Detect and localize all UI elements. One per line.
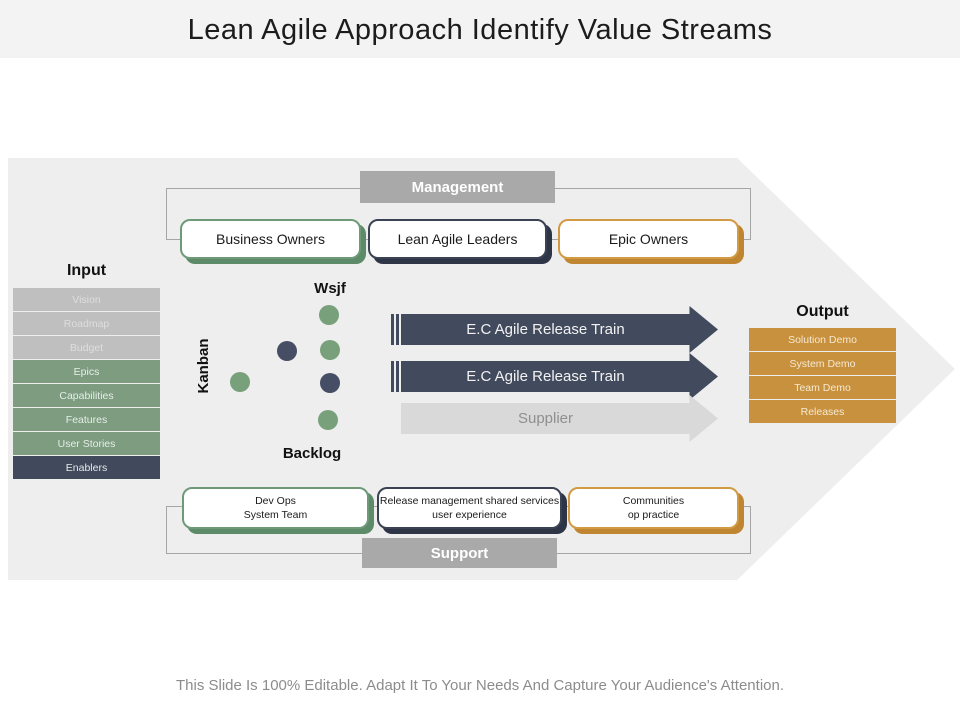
release-train-arrow-2-shape: E.C Agile Release Train xyxy=(401,353,718,400)
kanban-label: Kanban xyxy=(195,338,212,394)
supplier-arrow-shape: Supplier xyxy=(401,395,718,442)
box-dev-ops-line1: Dev Ops xyxy=(255,494,296,507)
footer-note: This Slide Is 100% Editable. Adapt It To… xyxy=(175,677,784,694)
release-train-arrow-1-label: E.C Agile Release Train xyxy=(466,321,625,338)
box-business-owners-label: Business Owners xyxy=(216,231,325,247)
box-release-management-line2: user experience xyxy=(432,509,507,521)
backlog-label: Backlog xyxy=(282,445,342,462)
wsjf-label: Wsjf xyxy=(314,280,346,297)
supplier-arrow-label: Supplier xyxy=(517,410,574,427)
support-header-label: Support xyxy=(430,544,489,562)
box-lean-agile-leaders: Lean Agile Leaders xyxy=(368,219,547,259)
input-item-user-stories: User Stories xyxy=(13,432,160,455)
box-business-owners: Business Owners xyxy=(180,219,361,259)
output-item-releases: Releases xyxy=(749,400,896,423)
box-communities-line1: Communities xyxy=(622,494,685,507)
output-item-team-demo: Team Demo xyxy=(749,376,896,399)
management-header-label: Management xyxy=(411,178,504,196)
input-item-budget: Budget xyxy=(13,336,160,359)
box-dev-ops-line2: System Team xyxy=(243,509,308,521)
input-column-label: Input xyxy=(66,262,107,279)
kanban-dot-green-2 xyxy=(320,340,340,360)
management-header: Management xyxy=(360,171,555,203)
release-train-arrow-1: E.C Agile Release Train xyxy=(391,306,718,353)
box-lean-agile-leaders-label: Lean Agile Leaders xyxy=(397,231,518,247)
box-dev-ops-system-team: Dev Ops System Team xyxy=(182,487,369,529)
input-item-features: Features xyxy=(13,408,160,431)
title-band xyxy=(0,0,960,58)
box-release-management: Release management shared services user … xyxy=(377,487,562,529)
kanban-dot-green-3 xyxy=(230,372,250,392)
box-release-management-line1: Release management shared services xyxy=(379,494,560,507)
release-train-arrow-1-shape: E.C Agile Release Train xyxy=(401,306,718,353)
box-epic-owners: Epic Owners xyxy=(558,219,739,259)
box-communities-line2: op practice xyxy=(627,509,680,521)
release-train-arrow-2: E.C Agile Release Train xyxy=(391,353,718,400)
box-epic-owners-label: Epic Owners xyxy=(608,231,689,247)
input-item-roadmap: Roadmap xyxy=(13,312,160,335)
output-item-system-demo: System Demo xyxy=(749,352,896,375)
kanban-dot-green-4 xyxy=(318,410,338,430)
kanban-dot-navy-1 xyxy=(277,341,297,361)
input-item-vision: Vision xyxy=(13,288,160,311)
input-item-capabilities: Capabilities xyxy=(13,384,160,407)
supplier-arrow: Supplier xyxy=(391,395,718,442)
support-header: Support xyxy=(362,538,557,568)
input-item-epics: Epics xyxy=(13,360,160,383)
arrow-stripe xyxy=(396,361,399,392)
arrow-stripe xyxy=(396,314,399,345)
box-communities: Communities op practice xyxy=(568,487,739,529)
kanban-dot-navy-2 xyxy=(320,373,340,393)
release-train-arrow-2-label: E.C Agile Release Train xyxy=(466,368,625,385)
arrow-stripe xyxy=(391,361,394,392)
arrow-stripe xyxy=(391,314,394,345)
input-item-enablers: Enablers xyxy=(13,456,160,479)
output-item-solution-demo: Solution Demo xyxy=(749,328,896,351)
output-column-label: Output xyxy=(796,303,849,320)
kanban-dot-green-1 xyxy=(319,305,339,325)
page-title: Lean Agile Approach Identify Value Strea… xyxy=(187,14,773,46)
